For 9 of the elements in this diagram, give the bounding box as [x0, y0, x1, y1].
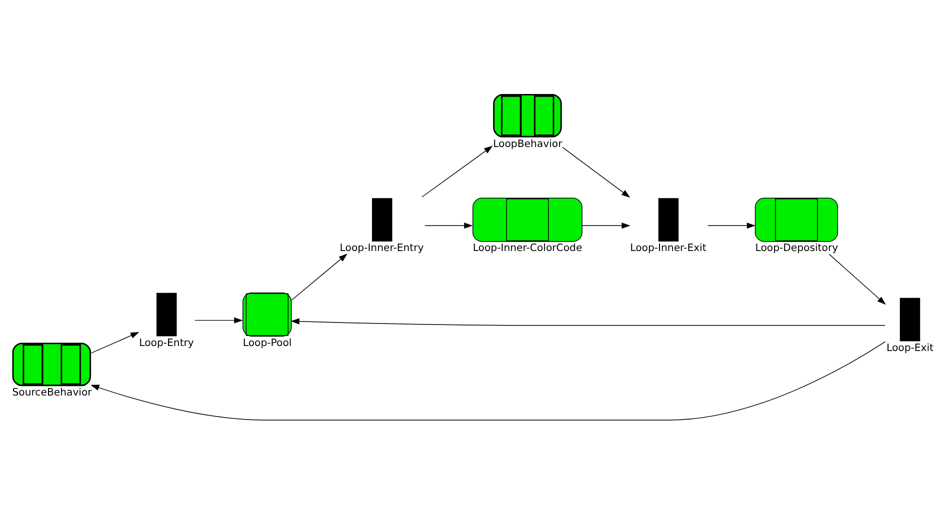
node-label: Loop-Inner-Exit: [630, 242, 706, 254]
node-label: Loop-Depository: [755, 242, 838, 254]
node-label: Loop-Pool: [242, 337, 292, 348]
node-label: Loop-Inner-ColorCode: [472, 242, 582, 254]
node-label: SourceBehavior: [12, 387, 92, 398]
node-label: Loop-Exit: [886, 342, 934, 354]
node-label: Loop-Entry: [139, 337, 194, 348]
node-label: LoopBehavior: [493, 138, 562, 150]
node-label: Loop-Inner-Entry: [340, 242, 424, 254]
